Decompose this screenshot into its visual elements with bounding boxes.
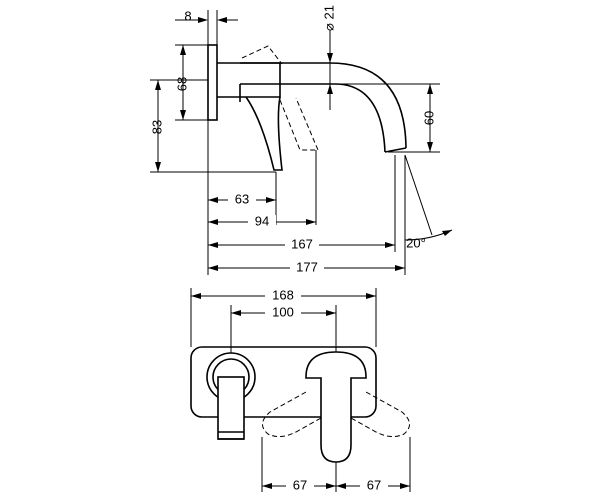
side-view: 8 68 83 ⌀ 21 60 63 94 167 177 20° bbox=[149, 5, 453, 275]
arrowheads-side bbox=[155, 17, 452, 271]
front-view: 168 100 67 67 bbox=[190, 287, 411, 493]
dim-flange-thickness: 8 bbox=[184, 8, 191, 23]
lever-handle-swung bbox=[241, 45, 319, 151]
arrowheads-front bbox=[191, 293, 410, 489]
dim-handle-projection: 63 bbox=[235, 191, 249, 206]
dim-total-height: 83 bbox=[149, 120, 164, 134]
spout-front bbox=[206, 352, 256, 440]
lever-front bbox=[305, 351, 367, 463]
dim-handle-reach: 94 bbox=[255, 213, 269, 228]
dim-spout-diameter: ⌀ 21 bbox=[321, 5, 336, 31]
dim-lever-left-swing: 67 bbox=[293, 477, 307, 492]
dim-spout-angle: 20° bbox=[406, 235, 426, 250]
dim-spout-reach: 167 bbox=[291, 236, 313, 251]
dim-flange-height: 68 bbox=[174, 77, 189, 91]
dim-total-reach: 177 bbox=[296, 259, 318, 274]
lever-handle bbox=[240, 62, 283, 171]
dim-spout-drop: 60 bbox=[421, 111, 436, 125]
dim-lever-right-swing: 67 bbox=[367, 477, 381, 492]
dim-center-distance: 100 bbox=[272, 304, 294, 319]
dim-plate-width: 168 bbox=[272, 287, 294, 302]
lever-swing-positions bbox=[262, 391, 410, 438]
spout bbox=[217, 62, 407, 153]
wall-plate bbox=[190, 346, 377, 418]
dimension-labels-side: 8 68 83 ⌀ 21 60 63 94 167 177 20° bbox=[149, 5, 436, 275]
dimension-lines-side bbox=[157, 19, 453, 269]
wall-flange bbox=[207, 44, 218, 121]
extension-lines bbox=[150, 10, 440, 275]
dimension-labels-front: 168 100 67 67 bbox=[265, 287, 388, 493]
